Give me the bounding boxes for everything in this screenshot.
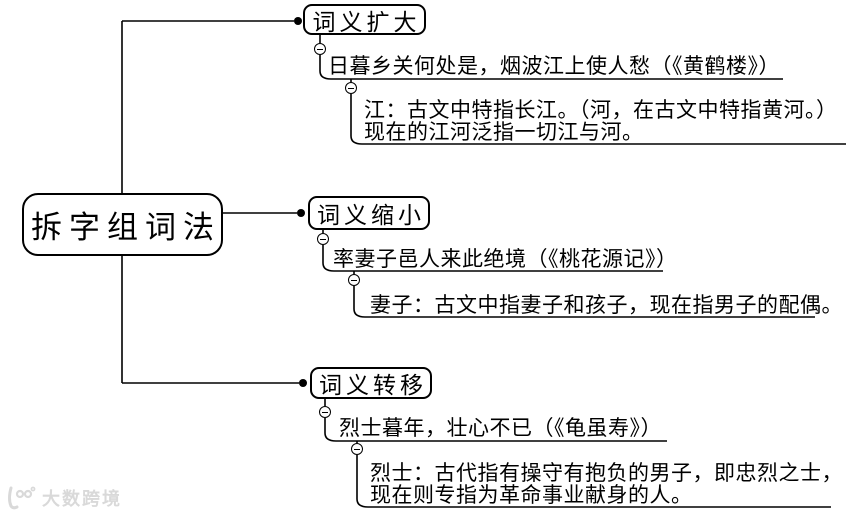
note-line: 现在的江河泛指一切江与河。 — [364, 119, 644, 144]
collapse-minus-icon[interactable] — [319, 406, 331, 418]
edge-branch2-example-underline — [322, 245, 663, 272]
example-node[interactable]: 率妻子邑人来此绝境（《桃花源记》） — [333, 247, 678, 271]
branch-bullet — [297, 209, 305, 217]
note-node[interactable]: 江：古文中特指长江。（河，在古文中特指黄河。） 现在的江河泛指一切江与河。 — [364, 98, 838, 144]
watermark-text: 大数跨境 — [42, 489, 122, 509]
note-node[interactable]: 烈士：古代指有操守有抱负的男子，即忠烈之士， 现在则专指为革命事业献身的人。 — [370, 461, 843, 507]
branch-node-label: 词义扩大 — [312, 9, 421, 35]
branch-node-expand[interactable]: 词义扩大 — [303, 4, 426, 35]
collapse-minus-icon[interactable] — [314, 43, 326, 55]
edge-branch3-note-underline — [356, 455, 831, 508]
collapse-minus-icon[interactable] — [345, 82, 357, 94]
branch-node-label: 词义缩小 — [317, 203, 425, 228]
watermark-logo-icon — [8, 486, 36, 510]
watermark: 大数跨境 — [6, 485, 122, 511]
root-node-label: 拆字组词法 — [31, 210, 221, 245]
edge-branch1-example-underline — [319, 55, 783, 80]
note-line: 现在则专指为革命事业献身的人。 — [370, 482, 693, 507]
collapse-minus-icon[interactable] — [348, 274, 360, 286]
edge-branch2-note-underline — [353, 286, 815, 318]
branch-bullet — [294, 17, 302, 25]
branch-bullet — [299, 379, 307, 387]
edge-branch3-example-underline — [324, 418, 667, 442]
branch-node-label: 词义转移 — [319, 373, 427, 398]
edge-branch1-note-underline — [350, 94, 846, 145]
note-line: 江：古文中特指长江。（河，在古文中特指黄河。） — [364, 98, 838, 122]
note-line: 烈士：古代指有操守有抱负的男子，即忠烈之士， — [370, 461, 843, 485]
example-node[interactable]: 日暮乡关何处是，烟波江上使人愁（《黄鹤楼》） — [328, 54, 780, 78]
branch-node-narrow[interactable]: 词义缩小 — [308, 196, 430, 230]
example-node[interactable]: 烈士暮年，壮心不已（《龟虽寿》） — [339, 416, 662, 440]
root-node[interactable]: 拆字组词法 — [22, 193, 223, 256]
branch-node-shift[interactable]: 词义转移 — [310, 367, 432, 399]
note-line: 妻子：古文中指妻子和孩子，现在指男子的配偶。 — [370, 293, 843, 317]
collapse-minus-icon[interactable] — [317, 233, 329, 245]
collapse-minus-icon[interactable] — [351, 443, 363, 455]
note-node[interactable]: 妻子：古文中指妻子和孩子，现在指男子的配偶。 — [370, 293, 843, 317]
